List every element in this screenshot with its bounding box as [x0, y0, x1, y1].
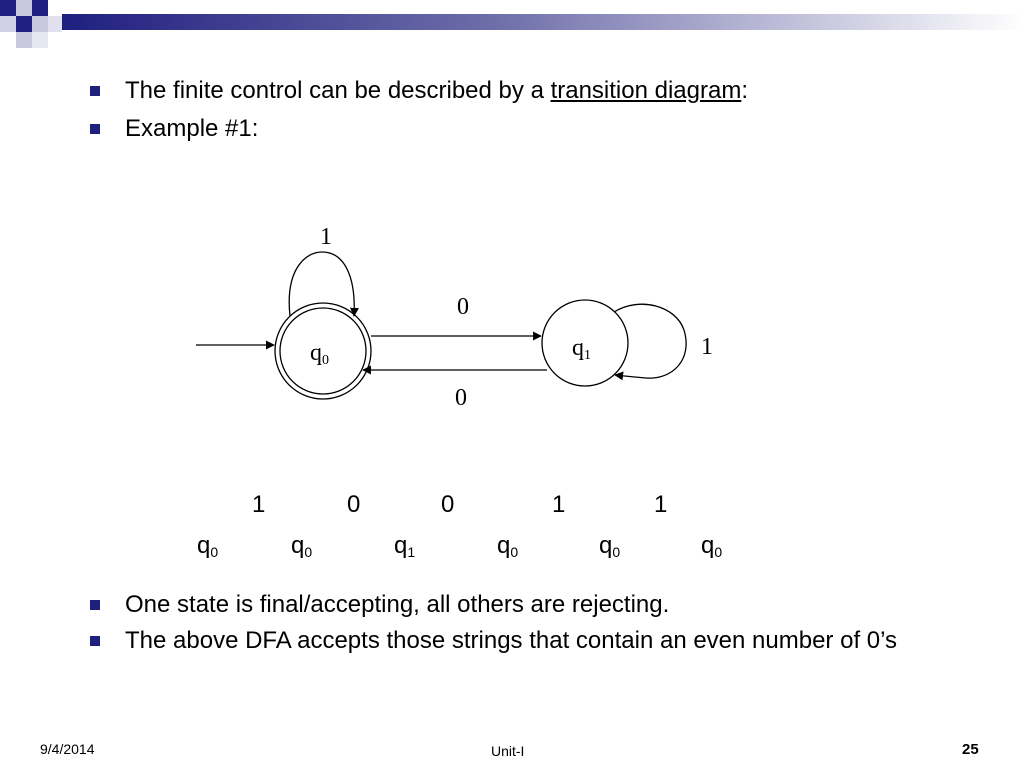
bullet-square-icon: [90, 600, 100, 610]
state-q0-label: q0: [310, 340, 329, 368]
state-q0-inner-ring: [279, 307, 367, 395]
footer-center: Unit-I: [491, 743, 525, 759]
bullet-prefix: The finite control can be described by a: [125, 77, 551, 104]
trace-input-1: 1: [252, 491, 266, 518]
transition-q1-q1: [613, 303, 687, 381]
transition-q1-q0-label: 0: [455, 385, 467, 411]
transition-q1-q1-label: 1: [701, 334, 713, 360]
transition-diagram-link: transition diagram: [550, 77, 742, 104]
state-q1-label: q1: [572, 335, 591, 363]
bullet-square-icon: [90, 636, 100, 646]
trace-state-2: q0: [291, 532, 313, 560]
state-q0: q0: [274, 302, 372, 400]
header-decoration: [0, 0, 1024, 48]
bullet-text: One state is final/accepting, all others…: [125, 591, 670, 618]
bullet-text: The above DFA accepts those strings that…: [125, 627, 898, 654]
trace-state-3: q1: [394, 532, 416, 560]
trace-input-3: 0: [441, 491, 455, 518]
bullet-square-icon: [90, 124, 100, 134]
state-q1-circle: [541, 299, 629, 387]
footer-date: 9/4/2014: [40, 741, 95, 757]
trace-state-4: q0: [497, 532, 519, 560]
state-q0-outer-ring: [274, 302, 372, 400]
trace-input-5: 1: [654, 491, 668, 518]
top-bullet-list: The finite control can be described by a…: [88, 76, 748, 152]
bottom-bullet-list: One state is final/accepting, all others…: [88, 590, 908, 662]
trace-state-5: q0: [599, 532, 621, 560]
transition-q0-q1-label: 0: [457, 294, 469, 320]
trace-state-1: q0: [197, 532, 219, 560]
trace-input-4: 1: [552, 491, 566, 518]
bullet-suffix: :: [741, 77, 749, 104]
bullet-item: Example #1:: [88, 114, 748, 144]
page-number: 25: [962, 741, 979, 758]
bullet-item: The finite control can be described by a…: [88, 76, 748, 106]
bullet-text: Example #1:: [125, 115, 259, 142]
bullet-item: The above DFA accepts those strings that…: [88, 626, 908, 656]
trace-state-6: q0: [701, 532, 723, 560]
bullet-square-icon: [90, 86, 100, 96]
state-q1: q1: [541, 299, 629, 387]
transition-q0-q0-label: 1: [320, 224, 332, 250]
bullet-item: One state is final/accepting, all others…: [88, 590, 908, 620]
trace-input-2: 0: [347, 491, 361, 518]
transition-q0-q0: [288, 251, 359, 317]
